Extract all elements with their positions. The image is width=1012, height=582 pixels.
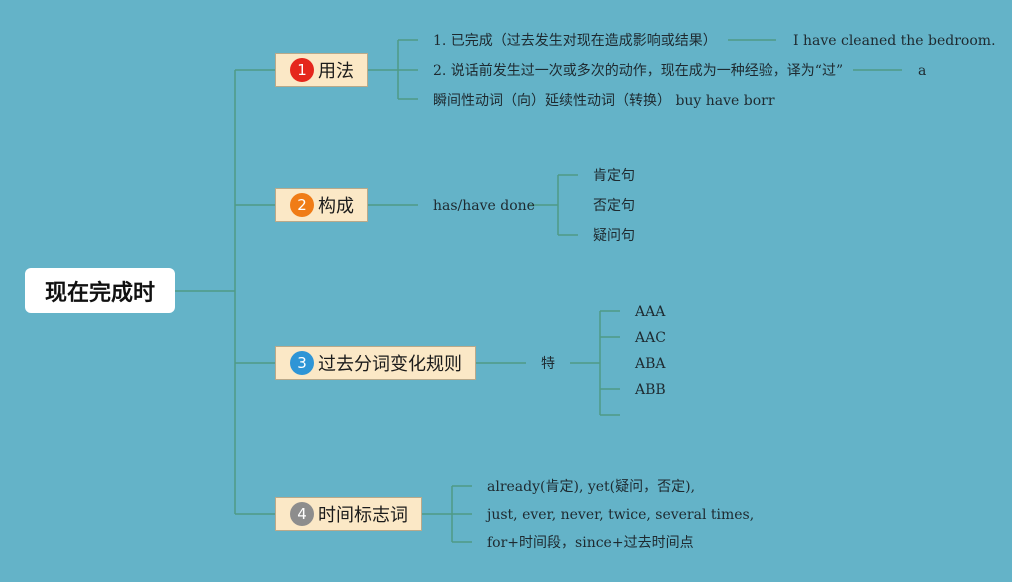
- number-badge-3: 3: [290, 351, 314, 375]
- pattern-aac[interactable]: AAC: [635, 330, 666, 346]
- structure-formula[interactable]: has/have done: [433, 198, 535, 214]
- usage-item-experience[interactable]: 2. 说话前发生过一次或多次的动作，现在成为一种经验，译为“过”: [433, 63, 844, 79]
- usage-example-2[interactable]: a: [918, 63, 927, 79]
- number-badge-4: 4: [290, 502, 314, 526]
- number-badge-2: 2: [290, 193, 314, 217]
- branch-label: 时间标志词: [318, 505, 408, 526]
- marker-for-since[interactable]: for+时间段，since+过去时间点: [487, 535, 694, 551]
- branch-time-markers[interactable]: 4 时间标志词: [275, 497, 422, 531]
- structure-affirmative[interactable]: 肯定句: [593, 168, 635, 184]
- pattern-aaa[interactable]: AAA: [635, 304, 666, 320]
- usage-item-verb-conversion[interactable]: 瞬间性动词（向）延续性动词（转换） buy have borr: [433, 93, 775, 109]
- root-node[interactable]: 现在完成时: [25, 268, 175, 313]
- structure-question[interactable]: 疑问句: [593, 228, 635, 244]
- branch-label: 过去分词变化规则: [318, 354, 462, 375]
- pattern-aba[interactable]: ABA: [635, 356, 666, 372]
- participle-special[interactable]: 特: [541, 356, 555, 372]
- marker-already-yet[interactable]: already(肯定), yet(疑问，否定),: [487, 479, 696, 495]
- branch-label: 用法: [318, 61, 354, 82]
- usage-item-completed[interactable]: 1. 已完成（过去发生对现在造成影响或结果）: [433, 33, 717, 49]
- pattern-abb[interactable]: ABB: [635, 382, 666, 398]
- usage-example-1[interactable]: I have cleaned the bedroom.: [793, 33, 996, 49]
- branch-structure[interactable]: 2 构成: [275, 188, 368, 222]
- branch-participle-rules[interactable]: 3 过去分词变化规则: [275, 346, 476, 380]
- number-badge-1: 1: [290, 58, 314, 82]
- root-label: 现在完成时: [44, 280, 155, 306]
- branch-label: 构成: [318, 196, 354, 217]
- marker-just-ever[interactable]: just, ever, never, twice, several times,: [487, 507, 755, 523]
- structure-negative[interactable]: 否定句: [593, 198, 635, 214]
- branch-usage[interactable]: 1 用法: [275, 53, 368, 87]
